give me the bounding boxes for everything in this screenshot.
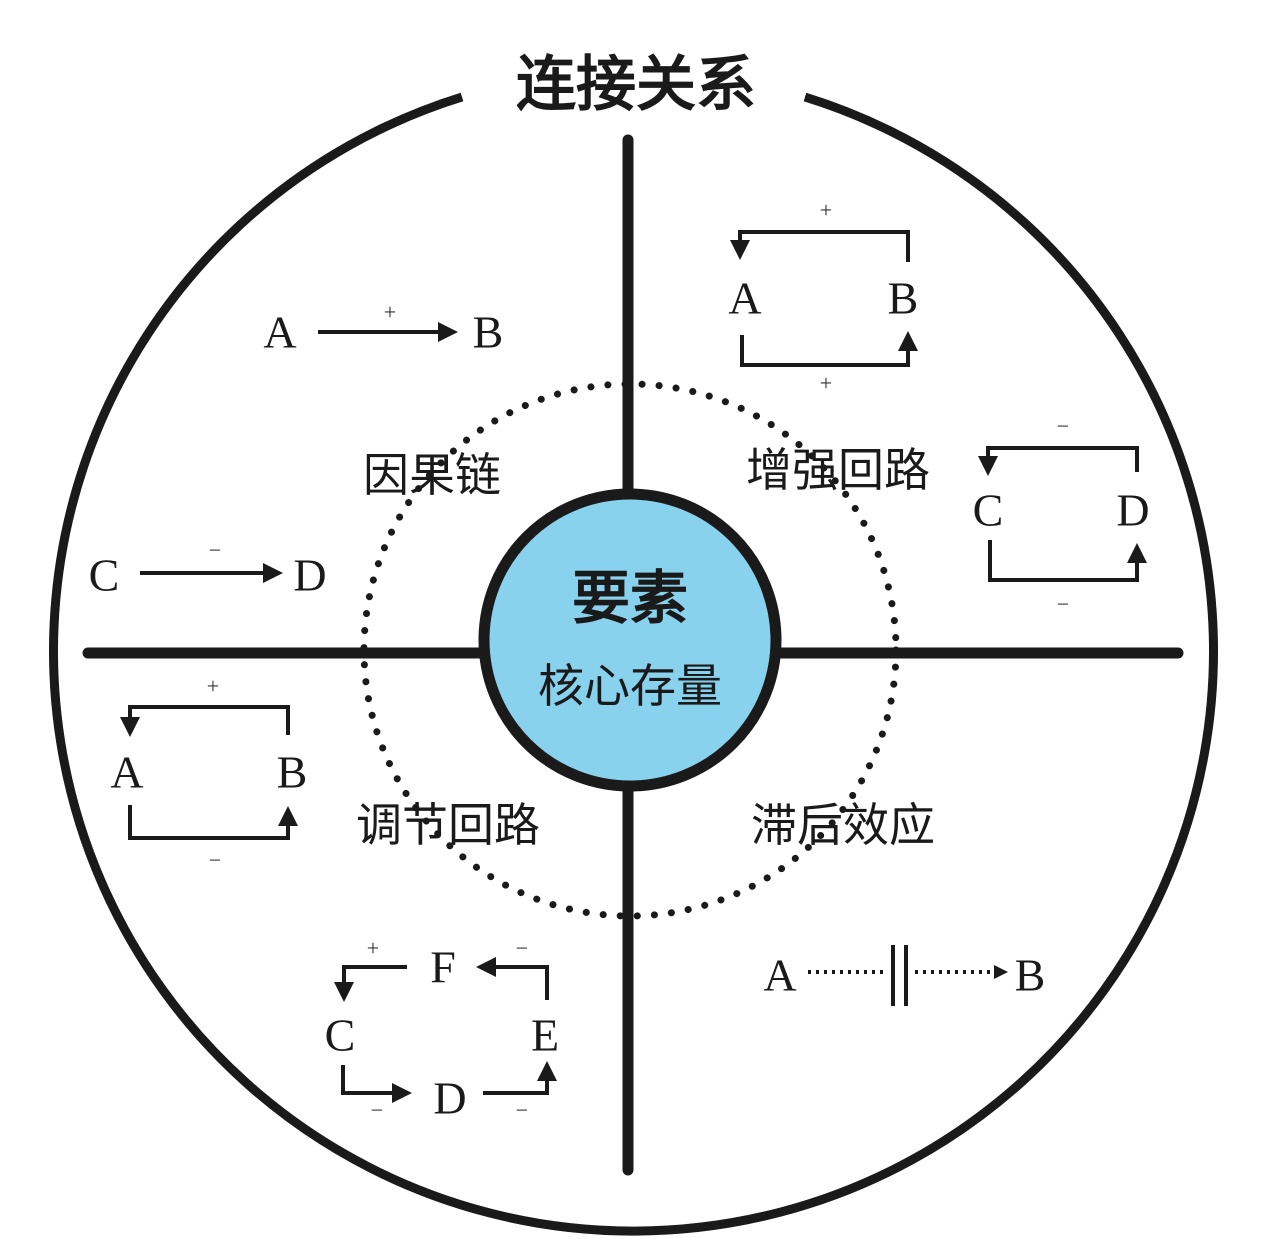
node-label: D: [293, 550, 326, 601]
balancing-loop-ab: + A B −: [110, 674, 307, 873]
node-label: C: [973, 485, 1004, 536]
arrow-head: [994, 965, 1008, 979]
center-title: 要素: [572, 564, 688, 632]
node-label: F: [430, 942, 456, 993]
label-reinforcing-loop: 增强回路: [746, 443, 930, 497]
sign-label: −: [209, 538, 221, 563]
causal-example-positive: A + B: [263, 300, 503, 358]
causal-example-negative: C − D: [89, 538, 327, 601]
node-label: B: [473, 307, 504, 358]
node-label: A: [763, 950, 796, 1001]
diagram-title: 连接关系: [516, 50, 756, 120]
node-label: A: [263, 307, 296, 358]
node-label: C: [325, 1010, 356, 1061]
balancing-loop-cdef: F + − C E D − −: [325, 936, 559, 1124]
node-label: C: [89, 550, 120, 601]
node-label: A: [728, 273, 761, 324]
sign-label: −: [1057, 414, 1069, 439]
sign-label: +: [384, 300, 396, 325]
sign-label: +: [820, 198, 832, 223]
node-label: D: [433, 1073, 466, 1124]
reinforcing-loop-ab: + A B +: [728, 198, 918, 396]
sign-label: +: [207, 674, 219, 699]
center-subtitle: 核心存量: [538, 659, 722, 713]
node-label: D: [1116, 485, 1149, 536]
node-label: B: [277, 747, 308, 798]
node-label: B: [888, 273, 919, 324]
label-delay-effect: 滞后效应: [751, 798, 935, 852]
outer-circle: [49, 92, 1218, 1236]
node-label: A: [110, 747, 143, 798]
node-label: B: [1015, 950, 1046, 1001]
sign-label: −: [209, 848, 221, 873]
sign-label: −: [371, 1098, 383, 1123]
sign-label: +: [367, 936, 379, 961]
label-balancing-loop: 调节回路: [356, 798, 540, 852]
sign-label: −: [516, 1098, 528, 1123]
node-label: E: [531, 1010, 559, 1061]
center-circle: [478, 488, 782, 792]
reinforcing-loop-cd: − C D −: [973, 414, 1150, 617]
delay-example: A B: [763, 945, 1045, 1006]
sign-label: +: [820, 371, 832, 396]
label-causal-chain: 因果链: [363, 448, 501, 502]
sign-label: −: [1057, 592, 1069, 617]
sign-label: −: [516, 936, 528, 961]
